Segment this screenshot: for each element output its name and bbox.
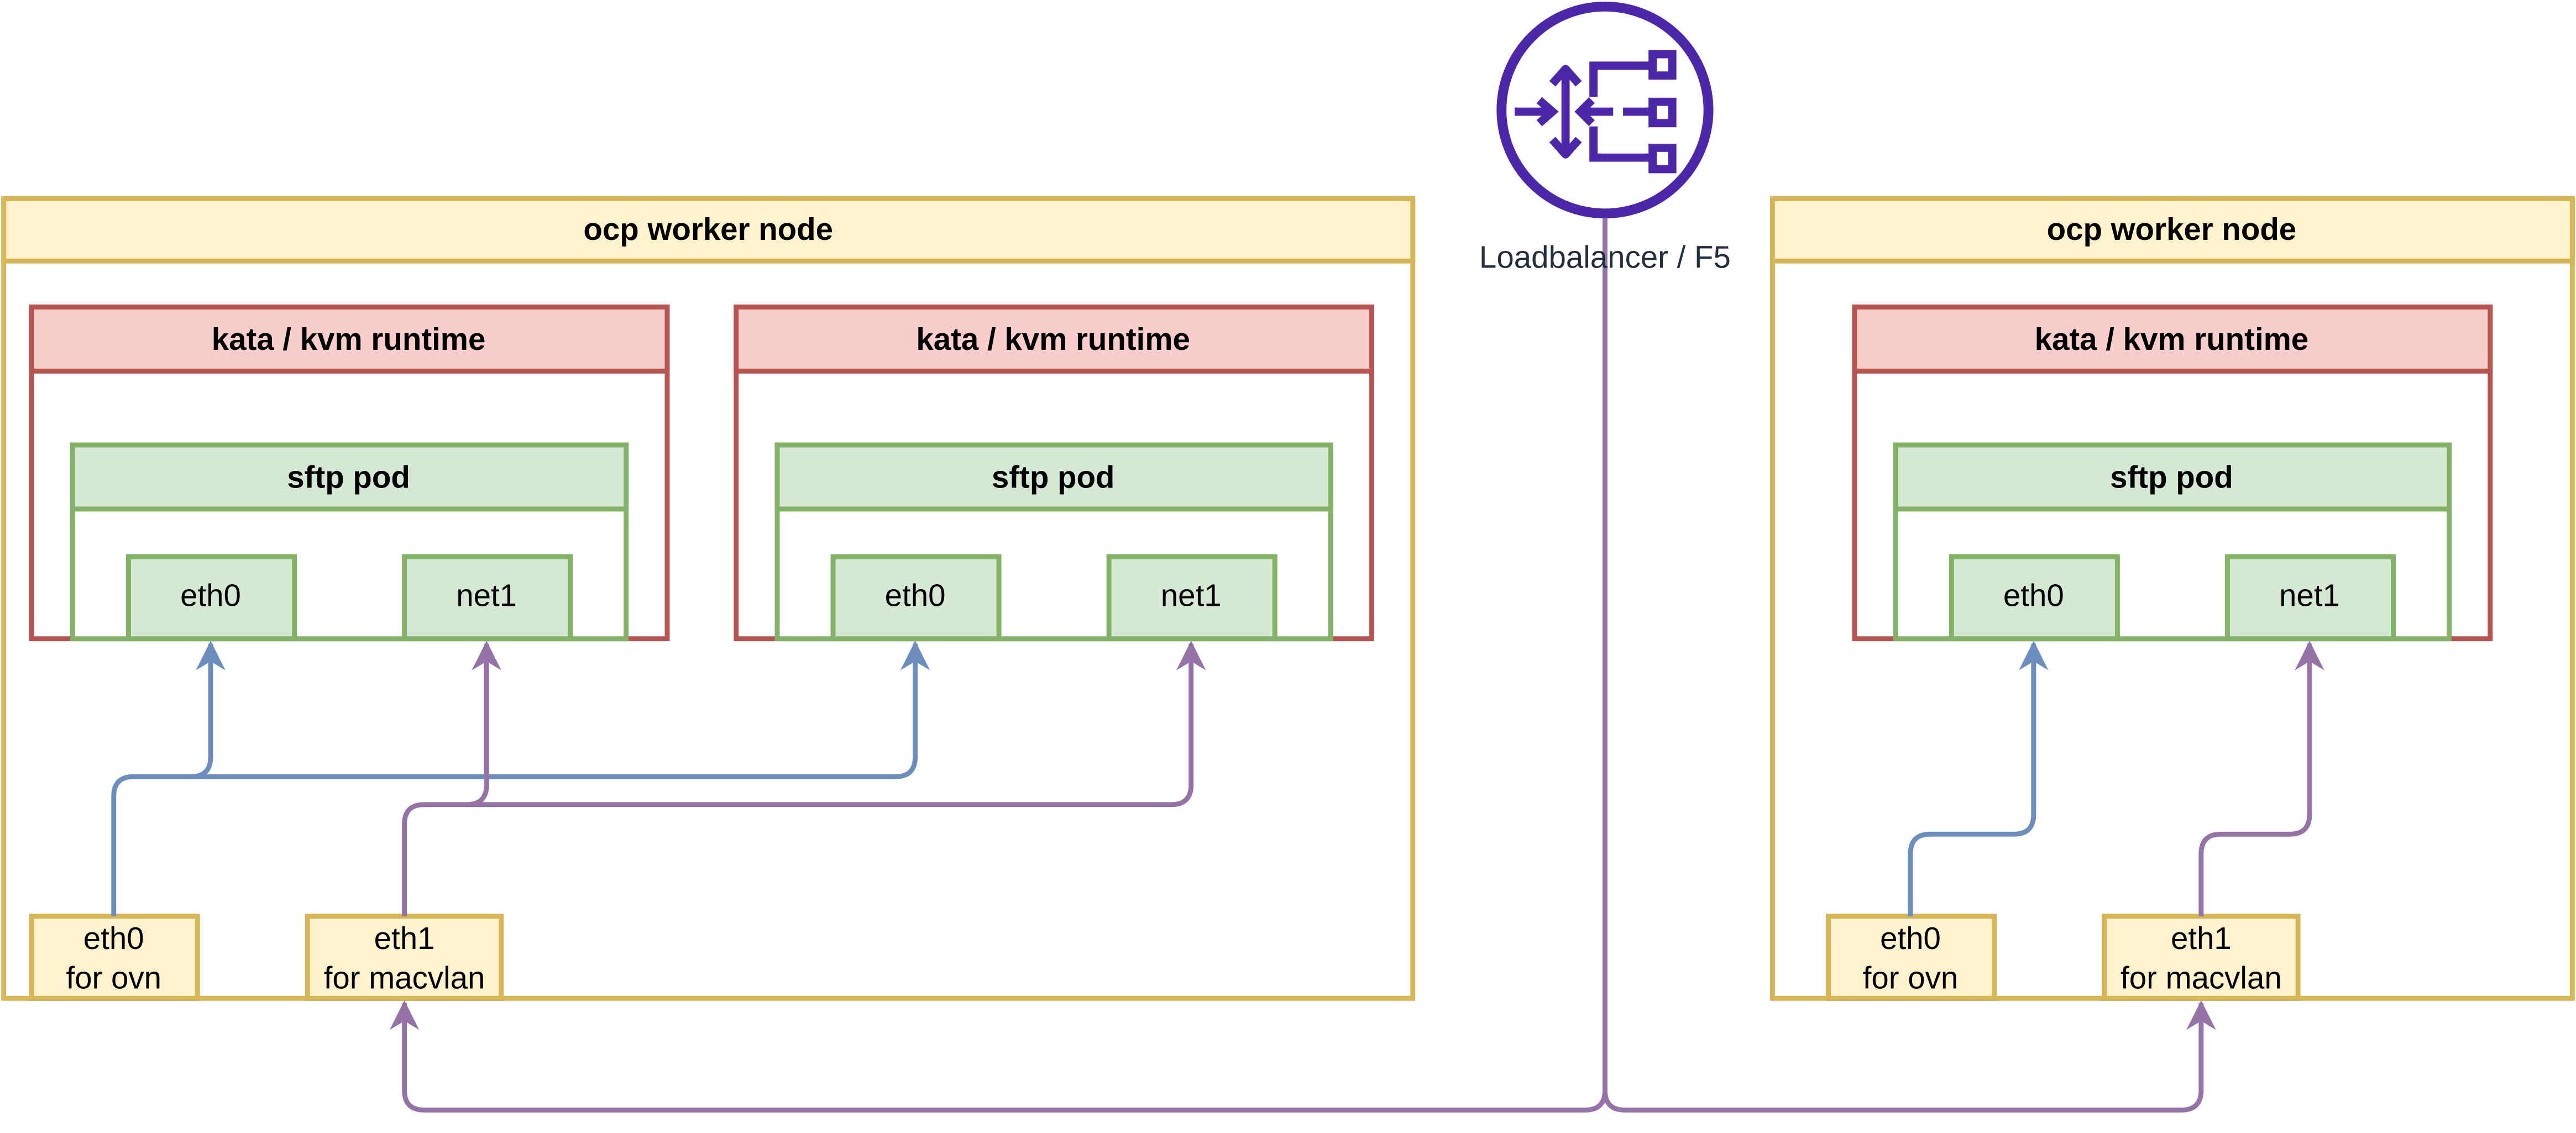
pod-interface-net1[interactable]: net1 — [2224, 554, 2396, 642]
nic-name: eth0 — [1880, 921, 1941, 956]
pod-interface-eth0[interactable]: eth0 — [830, 554, 1002, 642]
host-nic-eth1[interactable]: eth1 for macvlan — [305, 914, 504, 1001]
load-balancer[interactable]: Loadbalancer / F5 — [1479, 1, 1731, 274]
nic-name: eth1 — [2171, 921, 2232, 956]
pod-interface-net1[interactable]: net1 — [1106, 554, 1277, 642]
interface-label: eth0 — [885, 578, 946, 612]
macvlan-link-left-pod2[interactable] — [467, 641, 1206, 807]
nic-purpose: for macvlan — [324, 961, 485, 995]
nic-purpose: for ovn — [1863, 961, 1959, 995]
ovn-link-right-pod[interactable] — [1908, 641, 2049, 916]
macvlan-link-right-pod[interactable] — [2198, 641, 2324, 916]
pod-interface-eth0[interactable]: eth0 — [1949, 554, 2120, 642]
nic-purpose: for ovn — [66, 961, 161, 995]
host-nic-eth0[interactable]: eth0 for ovn — [29, 914, 200, 1001]
pod-title: sftp pod — [2110, 459, 2233, 494]
load-balancer-label: Loadbalancer / F5 — [1479, 239, 1731, 274]
runtime-title: kata / kvm runtime — [916, 322, 1190, 356]
host-nic-eth0[interactable]: eth0 for ovn — [1826, 914, 1997, 1001]
pod-title: sftp pod — [992, 459, 1115, 494]
load-balancer-icon — [1496, 1, 1714, 219]
interface-label: eth0 — [180, 578, 241, 612]
runtime-title: kata / kvm runtime — [212, 322, 486, 356]
interface-label: net1 — [1161, 578, 1222, 612]
interface-label: net1 — [456, 578, 517, 612]
worker-node-title: ocp worker node — [583, 212, 833, 246]
pod-interface-net1[interactable]: net1 — [402, 554, 573, 642]
nic-name: eth0 — [83, 921, 144, 956]
lb-link-right-nic[interactable] — [1602, 1000, 2216, 1113]
worker-node-title: ocp worker node — [2047, 212, 2297, 246]
ovn-link-left-pod1[interactable] — [111, 641, 226, 916]
macvlan-link-left-pod1[interactable] — [402, 641, 501, 916]
host-nic-eth1[interactable]: eth1 for macvlan — [2102, 914, 2301, 1001]
nic-name: eth1 — [374, 921, 435, 956]
interface-label: eth0 — [2003, 578, 2064, 612]
nic-purpose: for macvlan — [2121, 961, 2282, 995]
runtime-title: kata / kvm runtime — [2035, 322, 2309, 356]
ovn-link-left-pod2[interactable] — [191, 641, 930, 779]
pod-title: sftp pod — [287, 459, 410, 494]
interface-label: net1 — [2279, 578, 2340, 612]
pod-interface-eth0[interactable]: eth0 — [126, 554, 297, 642]
